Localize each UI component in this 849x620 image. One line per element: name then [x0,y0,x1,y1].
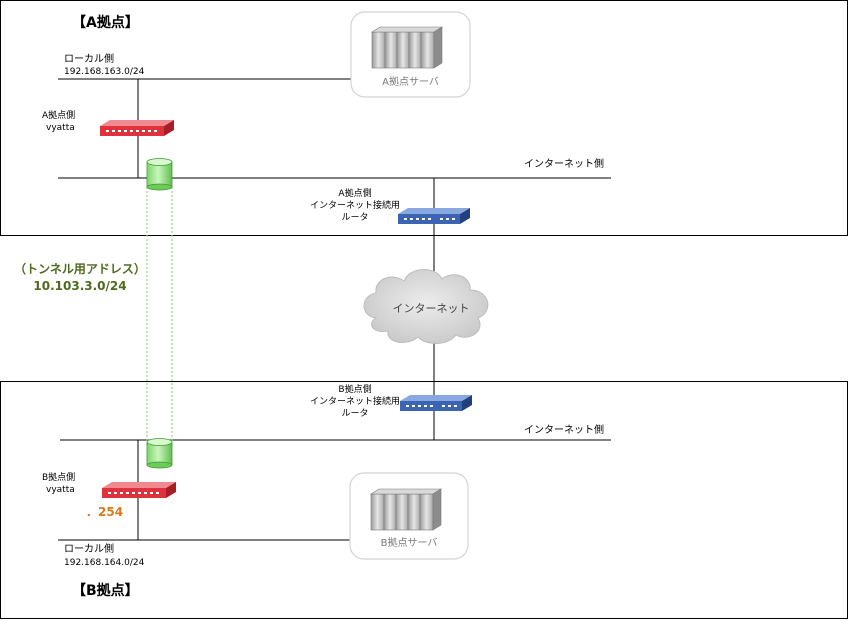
site-b-internet-side-label: インターネット側 [524,425,604,436]
site-b-vyatta-host-ip: ．254 [86,505,124,519]
internet-cloud-label: インターネット [392,302,470,315]
site-b-server-icon [349,472,469,560]
site-a-vyatta-icon [100,120,174,136]
site-a-internet-router-icon [398,208,470,224]
site-b-server-caption: B拠点サーバ [380,538,438,549]
site-a-vyatta-label-line1: A拠点側 [42,111,76,121]
site-a-title: 【A拠点】 [72,15,139,31]
tunnel-endpoint-b-icon [146,438,173,469]
tunnel-endpoint-a-icon [146,158,173,191]
site-b-local-subnet: 192.168.164.0/24 [64,558,145,568]
site-a-frame [0,0,848,236]
site-a-local-subnet: 192.168.163.0/24 [64,67,145,77]
site-a-server-caption: A拠点サーバ [382,77,439,88]
site-b-router-label-line1: B拠点側 [338,385,372,395]
site-b-internet-router-icon [400,395,472,411]
site-a-vyatta-label-line2: vyatta [46,123,75,133]
site-a-server-icon [350,11,471,98]
site-b-vyatta-label-line1: B拠点側 [42,473,76,483]
tunnel-label: （トンネル用アドレス） [14,262,146,276]
site-a-local-side-label: ローカル側 [64,54,114,65]
site-a-router-label-line3: ルータ [341,213,369,223]
site-b-router-label-line2: インターネット接続用 [309,397,400,407]
site-b-title: 【B拠点】 [72,583,139,599]
site-b-frame [0,381,848,619]
site-b-vyatta-icon [102,482,176,498]
site-a-internet-side-label: インターネット側 [524,159,604,170]
tunnel-subnet: 10.103.3.0/24 [33,279,127,293]
vpn-tunnel [146,187,173,446]
internet-cloud-icon [363,269,489,344]
site-b-local-side-label: ローカル側 [64,544,114,555]
tunnel-label-block: （トンネル用アドレス） 10.103.3.0/24 [14,261,146,295]
site-b-vyatta-label-line2: vyatta [46,485,75,495]
site-a-router-label-line1: A拠点側 [338,189,372,199]
site-b-router-label-line3: ルータ [341,409,369,419]
site-b-router-label: B拠点側 インターネット接続用 ルータ [300,384,410,420]
site-a-router-label-line2: インターネット接続用 [309,201,400,211]
site-a-router-label: A拠点側 インターネット接続用 ルータ [300,188,410,224]
